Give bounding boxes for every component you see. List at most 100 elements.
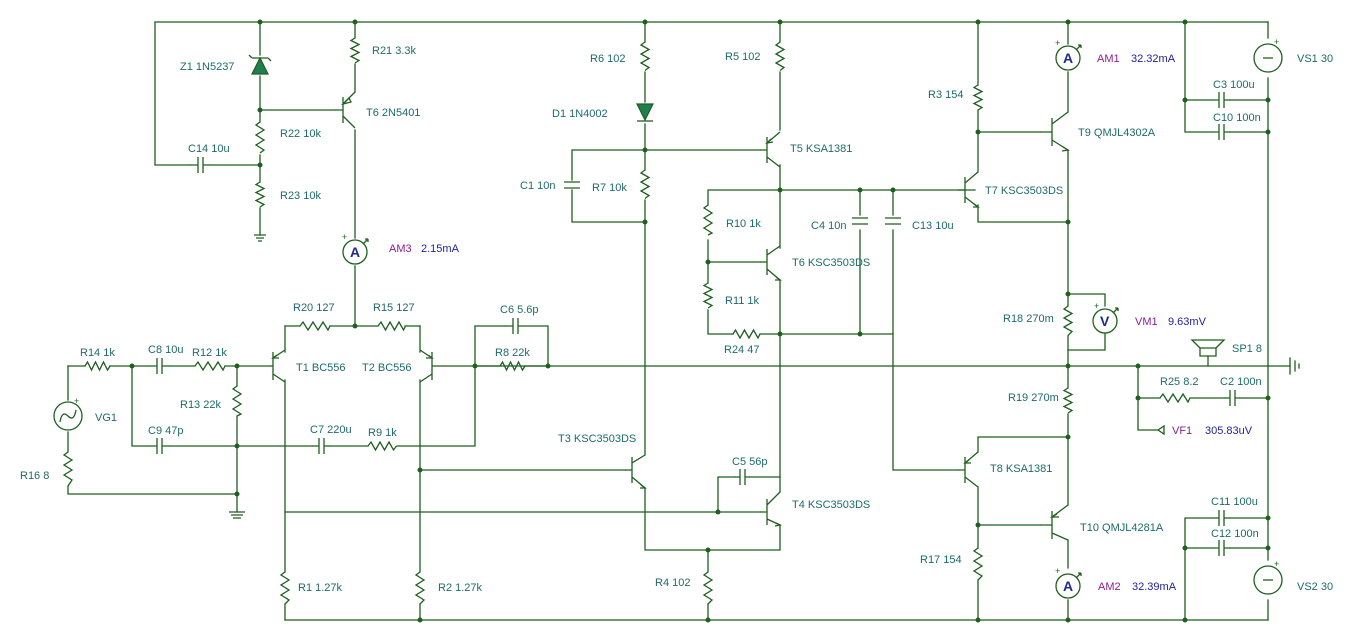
label-t6a: T6 2N5401 bbox=[366, 107, 420, 119]
label-am3-name: AM3 bbox=[389, 243, 412, 255]
label-r23: R23 10k bbox=[280, 190, 321, 202]
voltage-probe-vf1 bbox=[1156, 424, 1165, 436]
label-t3: T3 KSC3503DS bbox=[558, 433, 636, 445]
label-c14: C14 10u bbox=[188, 143, 230, 155]
resistor-r4 bbox=[702, 571, 714, 605]
svg-text:A: A bbox=[350, 244, 360, 260]
signal-source-vg1 bbox=[53, 401, 83, 431]
label-t6b: T6 KSC3503DS bbox=[792, 257, 870, 269]
label-r11: R11 1k bbox=[725, 295, 760, 307]
svg-text:A: A bbox=[1063, 578, 1073, 594]
label-vm1-name: VM1 bbox=[1135, 316, 1158, 328]
capacitor-c2 bbox=[1225, 390, 1240, 406]
resistor-r14 bbox=[84, 360, 111, 372]
label-t5: T5 KSA1381 bbox=[790, 143, 852, 155]
label-t2: T2 BC556 bbox=[362, 362, 412, 374]
label-r3: R3 154 bbox=[928, 89, 963, 101]
meter-labels: AM1 32.32mA AM2 32.39mA AM3 2.15mA VM1 9… bbox=[389, 53, 1253, 593]
resistor-r15 bbox=[377, 320, 407, 332]
label-c2: C2 100n bbox=[1220, 376, 1262, 388]
label-z1: Z1 1N5237 bbox=[180, 61, 234, 73]
label-t4: T4 KSC3503DS bbox=[792, 499, 870, 511]
svg-text:+: + bbox=[1274, 37, 1279, 47]
resistor-r5 bbox=[774, 41, 786, 72]
ammeter-am3: A + bbox=[342, 232, 369, 265]
label-r17: R17 154 bbox=[920, 554, 962, 566]
capacitor-c7 bbox=[312, 438, 330, 454]
label-c1: C1 10n bbox=[520, 180, 555, 192]
capacitor-c11 bbox=[1212, 510, 1230, 526]
zener-z1 bbox=[251, 56, 269, 75]
label-am3-value: 2.15mA bbox=[421, 243, 460, 255]
svg-text:A: A bbox=[1063, 50, 1073, 66]
resistor-r9 bbox=[367, 440, 398, 452]
label-r24: R24 47 bbox=[724, 344, 759, 356]
transistor-t5 bbox=[760, 131, 781, 168]
resistor-r1 bbox=[279, 571, 291, 605]
capacitor-c4 bbox=[852, 217, 868, 225]
resistor-symbols bbox=[62, 37, 1191, 605]
label-vs1: VS1 30 bbox=[1297, 53, 1333, 65]
resistor-r17 bbox=[972, 547, 984, 581]
svg-text:+: + bbox=[342, 232, 347, 242]
label-t9: T9 QMJL4302A bbox=[1078, 127, 1156, 139]
resistor-r3 bbox=[972, 84, 984, 111]
diode-d1 bbox=[636, 103, 654, 122]
resistor-r8 bbox=[499, 360, 526, 372]
label-t7: T7 KSC3503DS bbox=[985, 185, 1063, 197]
capacitor-c12 bbox=[1212, 540, 1230, 556]
capacitor-c14 bbox=[190, 157, 210, 173]
capacitor-c8 bbox=[148, 358, 170, 374]
capacitor-c13 bbox=[885, 217, 901, 225]
label-r19: R19 270m bbox=[1008, 392, 1059, 404]
resistor-r23 bbox=[254, 181, 266, 208]
resistor-r24 bbox=[732, 328, 761, 340]
capacitor-c9 bbox=[148, 438, 170, 454]
transistor-t6-ksc3503ds bbox=[760, 245, 782, 281]
resistor-r19 bbox=[1062, 387, 1074, 414]
label-vm1-value: 9.63mV bbox=[1168, 316, 1207, 328]
label-t10: T10 QMJL4281A bbox=[1080, 522, 1164, 534]
label-r7: R7 10k bbox=[592, 182, 627, 194]
meter-symbols: A + A + A + V + bbox=[342, 38, 1119, 599]
label-r5: R5 102 bbox=[725, 51, 760, 63]
resistor-r18 bbox=[1062, 305, 1074, 336]
label-r15: R15 127 bbox=[373, 302, 415, 314]
speaker-sp1 bbox=[1190, 339, 1226, 357]
transistor-t7 bbox=[958, 171, 980, 208]
label-r4: R4 102 bbox=[655, 577, 690, 589]
label-r9: R9 1k bbox=[368, 427, 397, 439]
svg-text:+: + bbox=[1055, 566, 1060, 576]
label-am2-name: AM2 bbox=[1098, 581, 1121, 593]
transistor-t3 bbox=[625, 454, 647, 489]
resistor-r12 bbox=[194, 360, 226, 372]
label-r16: R16 8 bbox=[20, 470, 49, 482]
ground-r23 bbox=[254, 234, 266, 242]
resistor-r10 bbox=[702, 204, 714, 236]
transistor-symbols bbox=[270, 91, 1070, 541]
transistor-t4 bbox=[760, 491, 782, 527]
voltmeter-vm1: V + bbox=[1092, 301, 1119, 334]
resistor-r20 bbox=[299, 320, 331, 332]
resistor-r13 bbox=[231, 385, 243, 417]
ammeter-am1: A + bbox=[1055, 38, 1082, 71]
label-r22: R22 10k bbox=[280, 128, 321, 140]
capacitor-c10 bbox=[1212, 124, 1230, 140]
transistor-t10 bbox=[1040, 504, 1069, 541]
component-labels: Z1 1N5237 R21 3.3k T6 2N5401 R22 10k C14… bbox=[20, 45, 1333, 594]
svg-text:+: + bbox=[1094, 301, 1099, 311]
svg-text:+: + bbox=[1274, 559, 1279, 569]
transistor-t8 bbox=[958, 451, 979, 488]
resistor-r22 bbox=[254, 121, 266, 154]
resistor-r11 bbox=[702, 282, 714, 309]
svg-text:V: V bbox=[1100, 313, 1110, 329]
label-c11: C11 100u bbox=[1211, 496, 1258, 508]
label-am2-value: 32.39mA bbox=[1132, 581, 1177, 593]
capacitor-c6 bbox=[505, 318, 525, 334]
resistor-r7 bbox=[639, 169, 651, 200]
label-vg1: VG1 bbox=[95, 412, 117, 424]
diode-symbols bbox=[248, 54, 654, 122]
transistor-t1 bbox=[270, 349, 286, 383]
junction-dots bbox=[129, 19, 1271, 623]
capacitor-c5 bbox=[735, 469, 750, 485]
